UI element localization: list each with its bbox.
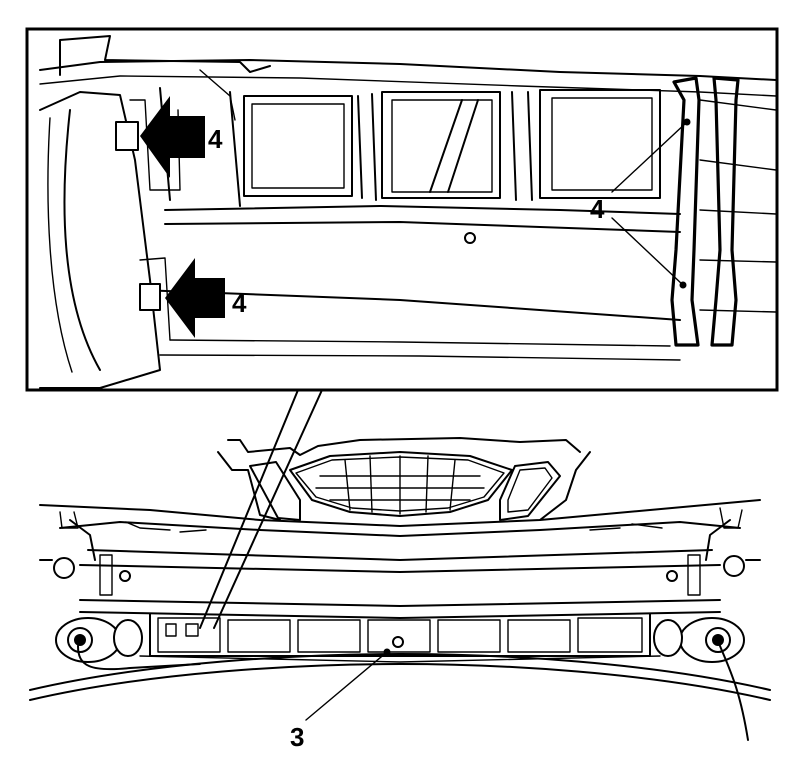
inset-top-contour: [39, 59, 777, 81]
hood-outline: [227, 437, 581, 456]
right-lamp-bezel: [499, 461, 561, 521]
fastener: [392, 636, 404, 648]
lower-grille: [149, 613, 651, 657]
right-fog-lamp: [653, 617, 745, 663]
leader-line: [611, 121, 688, 193]
leader-line: [611, 217, 684, 286]
wire: [77, 645, 201, 671]
bumper-overview: 3: [29, 437, 771, 752]
side-marker: [53, 557, 75, 579]
arrow-icon: [140, 96, 205, 178]
left-fog-lamp: [55, 617, 143, 663]
mount-hole: [464, 232, 476, 244]
clip: [115, 121, 139, 151]
clip: [139, 283, 161, 311]
callout-label: 4: [590, 194, 605, 224]
callout-label: 3: [290, 722, 304, 752]
grille-opening: [243, 95, 353, 197]
left-lamp-bezel: [249, 461, 301, 521]
mount-hole: [666, 570, 678, 582]
grille-opening: [539, 89, 661, 199]
lower-grille-slots: [157, 617, 643, 653]
leader-line: [305, 651, 388, 721]
detail-frame: [25, 27, 779, 392]
left-side-panel: [39, 91, 161, 389]
retaining-strip: [670, 76, 701, 347]
retaining-strip: [710, 76, 740, 347]
zoom-connector: [199, 389, 323, 629]
detail-inset: 4 4 4: [25, 27, 779, 392]
main-grille: [289, 451, 513, 517]
side-marker: [723, 555, 745, 577]
callout-label: 4: [208, 124, 223, 154]
mount-hole: [119, 570, 131, 582]
arrow-icon: [165, 258, 225, 338]
callout-label: 4: [232, 288, 247, 318]
grille-opening: [381, 91, 501, 199]
